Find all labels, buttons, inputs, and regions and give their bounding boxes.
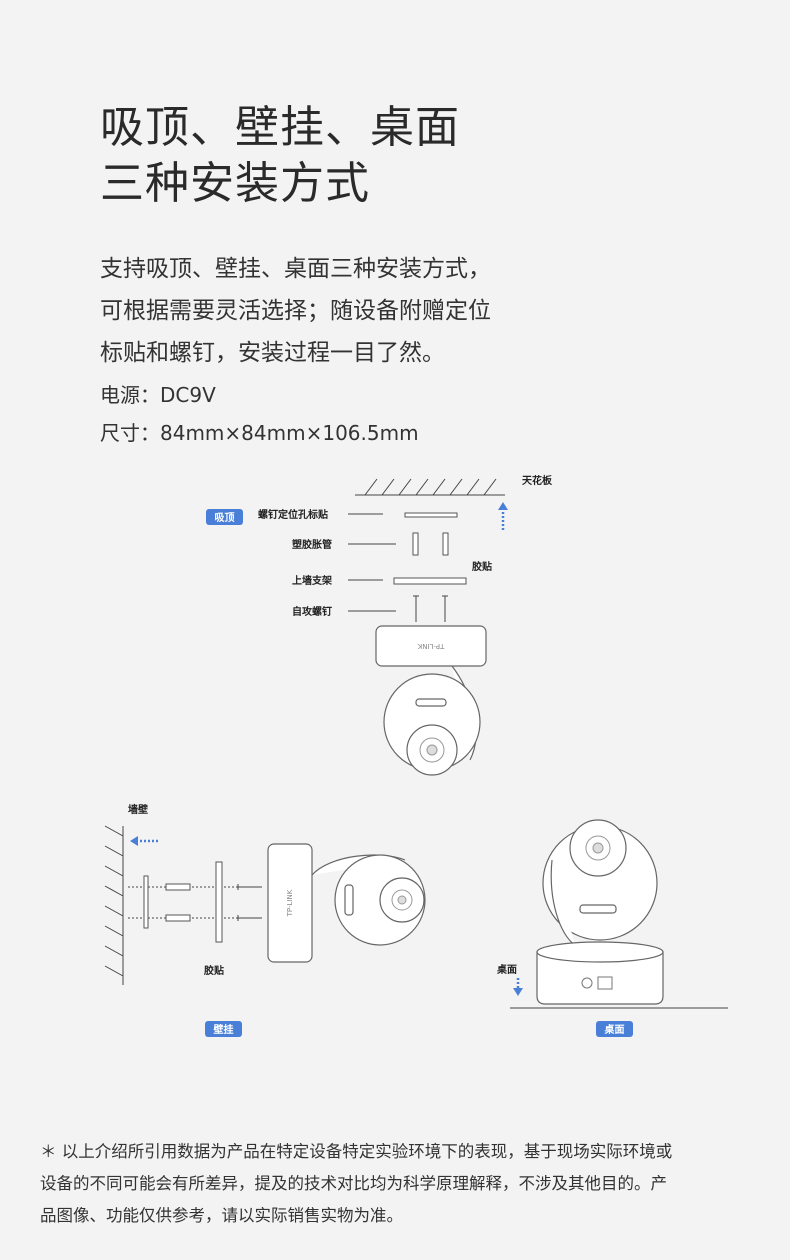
part-label-sticker: 螺钉定位孔标贴 — [258, 508, 328, 521]
description: 支持吸顶、壁挂、桌面三种安装方式， 可根据需要灵活选择；随设备附赠定位 标贴和螺… — [100, 248, 491, 374]
wall-anchor-1 — [165, 883, 191, 891]
tag-desk-text: 桌面 — [604, 1023, 625, 1036]
ceiling-mount-diagram: 天花板 吸顶 螺钉定位孔标贴 塑胶胀管 上墙支架 自攻螺钉 胶贴 TP-LINK — [206, 474, 553, 776]
part-label-bracket: 上墙支架 — [292, 574, 332, 587]
wall-label: 墙壁 — [128, 803, 148, 816]
spec-size: 尺寸：84mm×84mm×106.5mm — [100, 421, 419, 445]
desk-label: 桌面 — [496, 963, 517, 976]
camera-slot — [415, 698, 447, 707]
desk-lens-icon — [585, 835, 611, 861]
wall-lens-core — [397, 895, 407, 905]
ceiling-label: 天花板 — [522, 474, 553, 487]
wall-camera-base — [267, 843, 313, 963]
ceiling-surface — [355, 478, 505, 496]
wall-screws — [237, 884, 262, 921]
wall-camera-slot — [344, 884, 354, 916]
description-line-3: 标贴和螺钉，安装过程一目了然。 — [100, 340, 445, 366]
wall-surface — [104, 825, 124, 985]
tag-wall-text: 壁挂 — [214, 1023, 234, 1036]
brand-wall: TP-LINK — [286, 889, 294, 917]
ethernet-port-icon — [597, 976, 613, 990]
desk-base-top — [536, 941, 664, 963]
footnote-line-3: 品图像、功能仅供参考，请以实际销售实物为准。 — [40, 1206, 403, 1225]
desk-mount-diagram: 桌面 桌面 — [496, 819, 728, 1037]
glue-label-wall: 胶贴 — [204, 964, 224, 977]
camera-lens-core — [426, 744, 438, 756]
down-arrowhead-icon — [513, 988, 523, 996]
footnote: ＊ 以上介绍所引用数据为产品在特定设备特定实验环境下的表现，基于现场实际环境或 … — [40, 1136, 760, 1232]
left-arrowhead-icon — [130, 836, 138, 846]
spec-power: 电源：DC9V — [100, 383, 216, 407]
wall-mount-diagram: 墙壁 胶贴 TP-LINK 壁挂 — [104, 803, 426, 1037]
glue-label-ceiling: 胶贴 — [472, 560, 492, 573]
page-title: 吸顶、壁挂、桌面 三种安装方式 — [100, 100, 460, 212]
bracket-part — [393, 577, 467, 585]
wall-lens-icon — [391, 889, 413, 911]
tag-ceiling — [206, 509, 243, 525]
part-label-screw: 自攻螺钉 — [292, 605, 332, 618]
tag-ceiling-text: 吸顶 — [215, 512, 235, 524]
sticker-part — [404, 512, 458, 518]
brand-ceiling: TP-LINK — [417, 642, 445, 650]
installation-diagram: 天花板 吸顶 螺钉定位孔标贴 塑胶胀管 上墙支架 自攻螺钉 胶贴 TP-LINK — [104, 474, 728, 1037]
wall-anchor-2 — [165, 914, 191, 922]
title-line-1: 吸顶、壁挂、桌面 — [100, 102, 460, 153]
tag-desk — [596, 1021, 633, 1037]
camera-lens-icon — [419, 737, 445, 763]
up-arrowhead-icon — [498, 502, 508, 510]
desk-camera-arm — [550, 859, 576, 946]
desk-camera-base — [536, 951, 664, 1005]
desk-camera-slot — [579, 904, 617, 914]
footnote-line-1: ＊ 以上介绍所引用数据为产品在特定设备特定实验环境下的表现，基于现场实际环境或 — [40, 1142, 673, 1161]
part-label-anchor: 塑胶胀管 — [292, 538, 332, 551]
anchor-part-2 — [442, 532, 449, 556]
spec-list: 电源：DC9V 尺寸：84mm×84mm×106.5mm — [100, 376, 419, 452]
title-line-2: 三种安装方式 — [100, 158, 370, 209]
tag-wall — [205, 1021, 242, 1037]
power-port-icon — [581, 977, 593, 989]
screw-part — [413, 595, 448, 622]
wall-bracket — [215, 861, 223, 943]
description-line-1: 支持吸顶、壁挂、桌面三种安装方式， — [100, 256, 491, 282]
anchor-part — [412, 532, 419, 556]
wall-sticker — [143, 875, 149, 929]
footnote-line-2: 设备的不同可能会有所差异，提及的技术对比均为科学原理解释，不涉及其他目的。产 — [40, 1174, 667, 1193]
desk-lens-core — [592, 842, 604, 854]
camera-base — [375, 625, 487, 667]
description-line-2: 可根据需要灵活选择；随设备附赠定位 — [100, 298, 491, 324]
